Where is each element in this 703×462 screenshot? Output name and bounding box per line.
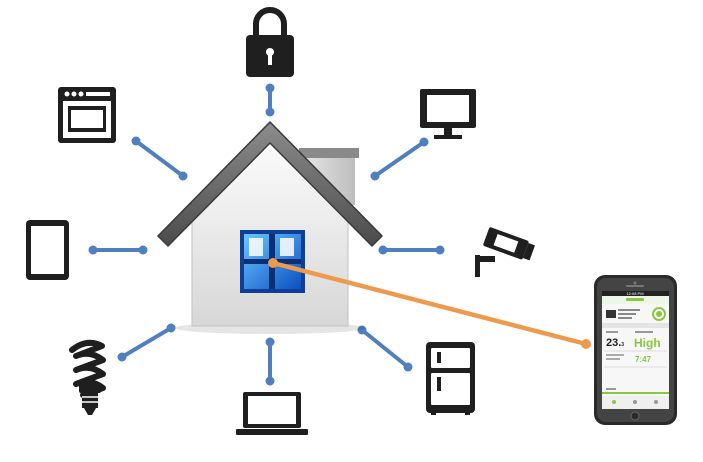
phone-screen: 12:08 PM 23.3 High 7:47	[602, 291, 669, 409]
laptop-icon	[236, 392, 308, 435]
tablet-icon	[26, 220, 69, 280]
device-connectors	[88, 83, 445, 386]
connector-refrigerator	[357, 325, 413, 372]
smartphone: 12:08 PM 23.3 High 7:47	[594, 275, 677, 425]
phone-app-logo	[626, 298, 644, 301]
phone-link	[268, 258, 591, 349]
connector-lock	[265, 83, 275, 117]
connector-laptop	[265, 337, 275, 386]
connector-tablet	[88, 245, 148, 255]
phone-status-time: 12:08 PM	[626, 291, 643, 296]
security-camera-icon	[475, 227, 535, 277]
connector-monitor	[370, 137, 429, 181]
phone-time: 7:47	[635, 355, 652, 364]
connector-oven	[131, 136, 188, 181]
connector-light-bulb	[117, 323, 176, 362]
connector-camera	[378, 245, 445, 255]
lock-icon	[246, 7, 294, 77]
light-bulb-icon	[69, 339, 106, 415]
house-roof	[157, 121, 383, 247]
home-icon	[606, 310, 616, 318]
phone-temperature: 23.3	[606, 337, 624, 349]
oven-icon	[58, 87, 116, 143]
phone-setting-high: High	[634, 336, 661, 350]
refrigerator-icon	[426, 342, 475, 415]
monitor-icon	[420, 89, 476, 139]
house-icon	[157, 121, 383, 334]
